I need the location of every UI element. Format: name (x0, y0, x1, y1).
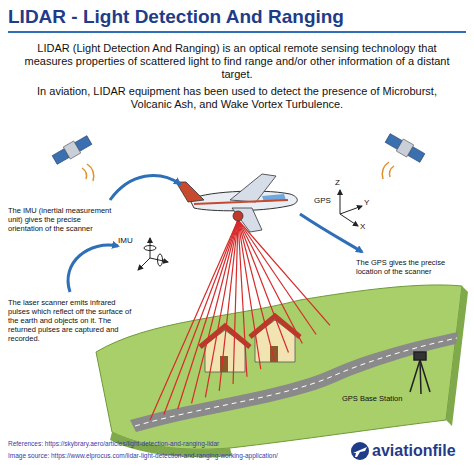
laser-beam (238, 220, 316, 335)
callout-text: The GPS gives the precise location of th… (356, 258, 468, 276)
axis-label: GPS (314, 196, 331, 206)
gps-base-station (410, 352, 430, 394)
laser-beams (150, 220, 330, 420)
laser-beam (205, 220, 238, 397)
description-text: In aviation, LIDAR equipment has been us… (22, 85, 452, 111)
signal-waves (382, 162, 394, 179)
description-text: LIDAR (Light Detection And Ranging) is a… (22, 42, 452, 82)
airplane (176, 174, 297, 232)
logo-text: aviationfile (372, 441, 456, 460)
axis-label: IMU (118, 236, 133, 246)
laser-beam (219, 220, 238, 391)
callout-arrow (68, 176, 362, 292)
gps-axes (340, 190, 362, 226)
laser-beam (150, 220, 238, 420)
laser-beam (233, 220, 238, 384)
laser-beam (164, 220, 238, 415)
laser-beam (178, 220, 238, 409)
laser-beam (238, 220, 288, 352)
signal-waves (82, 164, 94, 181)
terrain (96, 285, 468, 457)
logo-mark (351, 442, 369, 460)
station-label: GPS Base Station (340, 394, 404, 403)
imu-axes (138, 238, 168, 270)
house (250, 316, 300, 362)
laser-beam (238, 220, 247, 377)
laser-beam (192, 220, 238, 403)
axis-label: Z (335, 178, 340, 188)
satellite (51, 134, 93, 166)
axis-label: Y (364, 198, 369, 208)
laser-beam (238, 220, 330, 325)
callout-text: The IMU (inertial measurement unit) give… (8, 206, 116, 233)
reference-text: Image source: https://www.elprocus.com/l… (8, 452, 278, 460)
reference-text: References: https://skybrary.aero/articl… (8, 440, 219, 448)
axis-label: X (360, 222, 365, 232)
title: LIDAR - Light Detection And Ranging (8, 6, 344, 29)
callout-text: The laser scanner emits infrared pulses … (8, 298, 136, 343)
satellite (384, 132, 426, 164)
title-rule (8, 31, 466, 33)
